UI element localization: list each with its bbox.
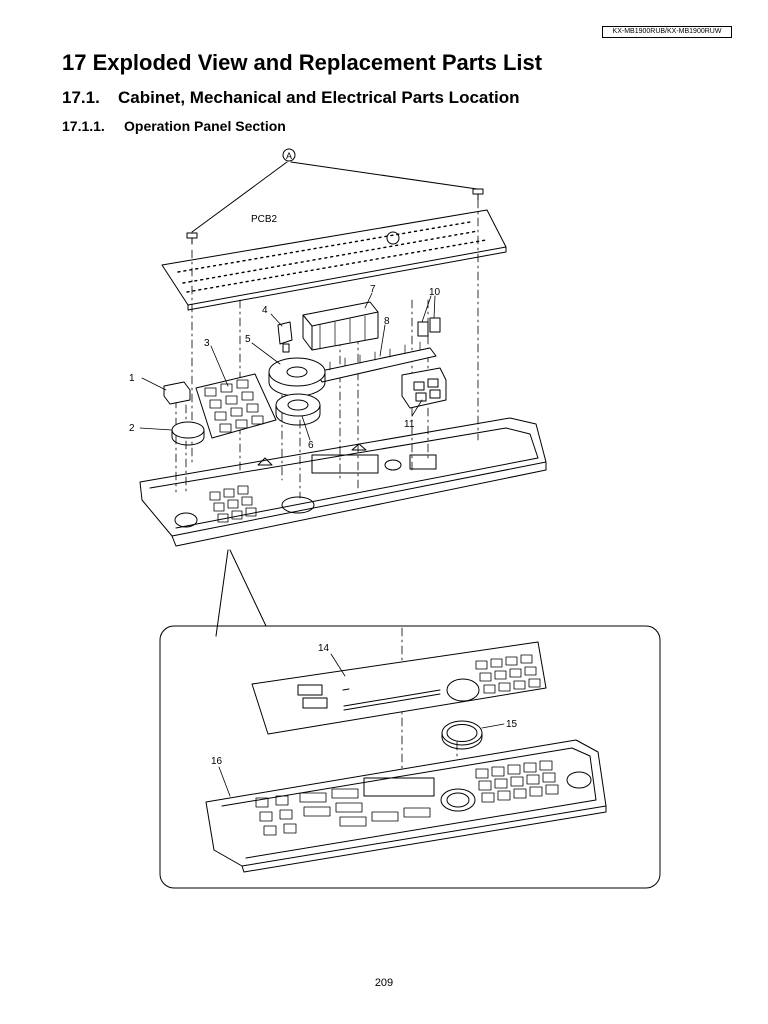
part-1 [163, 381, 191, 405]
label-part-2: 2 [129, 423, 135, 434]
label-part-8: 8 [384, 316, 390, 327]
label-part-16: 16 [211, 756, 223, 767]
label-part-15: 15 [506, 719, 518, 730]
cabinet-tray [139, 417, 547, 547]
part-15 [441, 720, 483, 750]
label-part-1: 1 [129, 373, 135, 384]
reference-mark-a: A [282, 148, 296, 162]
part-4 [277, 321, 293, 353]
pcb2-label: PCB2 [251, 214, 278, 225]
part-7 [302, 301, 379, 351]
part-16 [205, 739, 607, 873]
part-3 [195, 373, 277, 439]
reference-mark-label: A [286, 151, 292, 161]
label-part-3: 3 [204, 338, 210, 349]
model-number-tag: KX-MB1900RUB/KX-MB1900RUW [602, 26, 732, 38]
page-title: 17 Exploded View and Replacement Parts L… [62, 50, 543, 75]
part-6 [275, 393, 321, 426]
section-heading: 17.1. Cabinet, Mechanical and Electrical … [62, 88, 520, 108]
subsection-heading: 17.1.1. Operation Panel Section [62, 118, 286, 134]
label-part-10: 10 [429, 287, 441, 298]
screw-left [186, 232, 198, 245]
part-11 [401, 367, 447, 409]
label-part-4: 4 [262, 305, 268, 316]
subsection-number: 17.1.1. [62, 118, 105, 134]
page-number: 209 [374, 977, 394, 989]
label-part-11: 11 [404, 419, 415, 430]
part-5 [268, 357, 326, 397]
section-number: 17.1. [62, 88, 100, 107]
label-part-7: 7 [370, 284, 376, 295]
label-part-5: 5 [245, 334, 251, 345]
detail-callout-box [159, 625, 661, 889]
section-title: Cabinet, Mechanical and Electrical Parts… [118, 88, 520, 107]
part-2 [171, 421, 205, 446]
part-10 [417, 317, 441, 337]
pcb2-board [161, 209, 507, 311]
label-part-14: 14 [318, 643, 330, 654]
subsection-title: Operation Panel Section [124, 118, 286, 134]
label-part-6: 6 [308, 440, 314, 451]
screw-right [472, 188, 484, 201]
part-14 [251, 641, 547, 735]
